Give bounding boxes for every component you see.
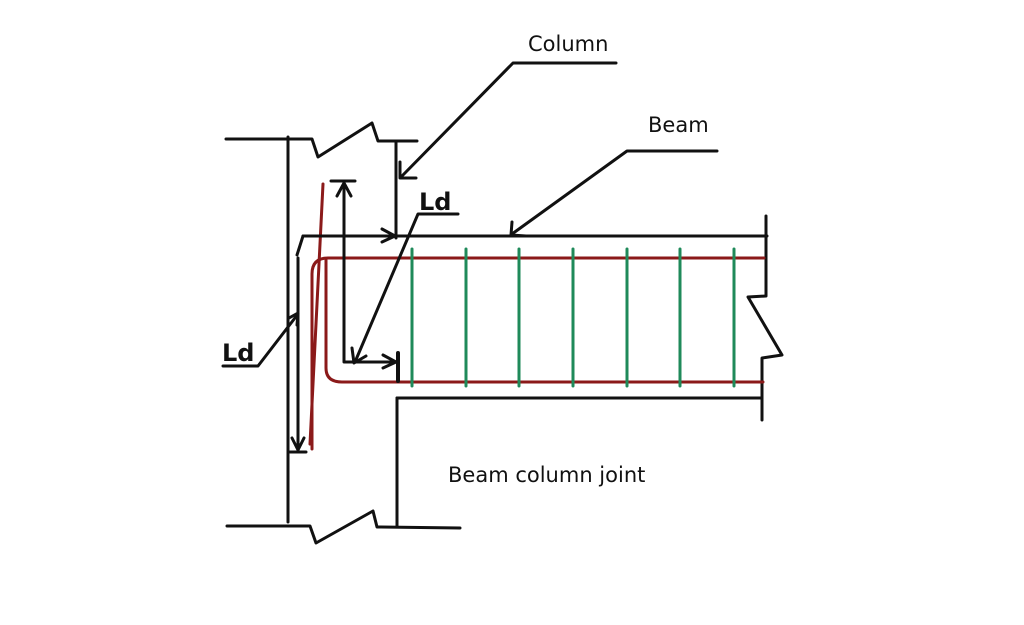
column-leader-arrowhead (398, 160, 418, 180)
ld-top-dimension-line (342, 180, 398, 364)
ld-top-leader (353, 212, 460, 364)
ld-top-leader-arrowhead (350, 346, 368, 365)
column-leader-line (400, 61, 618, 178)
beam-bottom-bar-bent (324, 258, 765, 384)
column-outline (224, 121, 462, 545)
ld-left-leader-arrowhead (287, 311, 300, 327)
ld-left-leader (221, 312, 300, 368)
beam-leader-arrowhead (509, 220, 528, 238)
ld-left-label: Ld (222, 339, 254, 367)
beam-top-bar-pointer-line (295, 234, 397, 257)
ld-left-arrowhead-down (290, 436, 306, 452)
beam-top-bar-pointer-arrowhead (380, 227, 397, 244)
ld-top-dimension (329, 179, 460, 383)
beam-label: Beam (648, 113, 709, 137)
ld-top-arrowhead-up (335, 181, 353, 198)
beam-end-break-line (746, 214, 784, 422)
beam-top-bar-pointer (295, 227, 397, 257)
beam-top-bar-bent (310, 256, 766, 451)
stirrups (410, 247, 736, 388)
column-leader (398, 61, 618, 180)
beam-leader-line (510, 149, 719, 236)
ld-top-label: Ld (419, 188, 451, 216)
ld-left-dimension (221, 256, 308, 454)
column-label: Column (528, 32, 608, 56)
main-reinforcement (308, 182, 766, 451)
beam-column-joint-label: Beam column joint (448, 463, 645, 487)
column-top-break-line (224, 121, 419, 159)
beam-leader (509, 149, 719, 238)
column-bottom-break-line (225, 509, 462, 545)
